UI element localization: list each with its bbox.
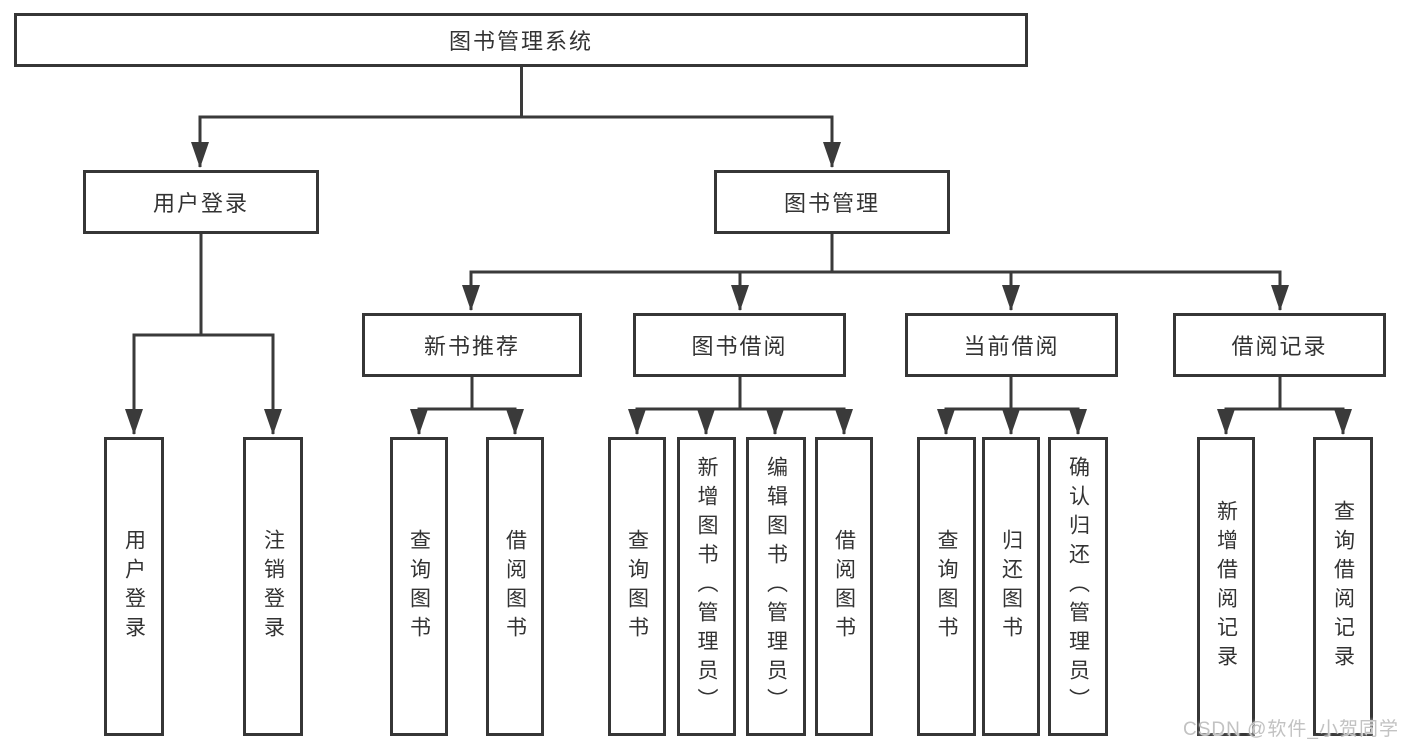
node-leaf-query-borrow-record: 查询借阅记录 xyxy=(1313,437,1373,736)
node-label: 归还图书 xyxy=(999,528,1023,645)
node-label: 确认归还（管理员） xyxy=(1066,456,1090,717)
node-label: 用户登录 xyxy=(122,528,146,645)
node-leaf-recommend-borrow-books: 借阅图书 xyxy=(486,437,544,736)
node-leaf-edit-books-admin: 编辑图书（管理员） xyxy=(746,437,806,736)
node-label: 图书管理系统 xyxy=(448,29,593,54)
node-leaf-borrow-books: 借阅图书 xyxy=(815,437,873,736)
node-label: 借阅记录 xyxy=(1231,334,1328,359)
node-label: 查询借阅记录 xyxy=(1331,499,1355,674)
node-borrow-records: 借阅记录 xyxy=(1173,313,1386,377)
node-label: 新增借阅记录 xyxy=(1214,499,1238,674)
node-leaf-logout: 注销登录 xyxy=(243,437,303,736)
node-leaf-return-books: 归还图书 xyxy=(982,437,1040,736)
node-leaf-add-books-admin: 新增图书（管理员） xyxy=(677,437,736,736)
node-library-management-system: 图书管理系统 xyxy=(14,13,1028,67)
node-user-login-branch: 用户登录 xyxy=(83,170,319,234)
node-label: 图书管理 xyxy=(783,191,880,216)
node-leaf-borrow-query-books: 查询图书 xyxy=(608,437,666,736)
node-book-management-branch: 图书管理 xyxy=(714,170,950,234)
node-label: 新增图书（管理员） xyxy=(695,456,718,717)
node-leaf-user-login: 用户登录 xyxy=(104,437,164,736)
node-label: 查询图书 xyxy=(625,528,649,645)
node-current-borrow: 当前借阅 xyxy=(905,313,1118,377)
csdn-watermark: CSDN @软件_小贺同学 xyxy=(1183,719,1399,740)
node-label: 注销登录 xyxy=(261,528,285,645)
node-leaf-add-borrow-record: 新增借阅记录 xyxy=(1197,437,1255,736)
node-label: 编辑图书（管理员） xyxy=(764,456,788,717)
node-label: 借阅图书 xyxy=(503,528,527,645)
node-label: 查询图书 xyxy=(407,528,431,645)
node-label: 查询图书 xyxy=(935,528,958,645)
node-label: 借阅图书 xyxy=(832,528,856,645)
node-label: 新书推荐 xyxy=(423,334,520,359)
node-leaf-current-query-books: 查询图书 xyxy=(917,437,976,736)
node-leaf-recommend-query-books: 查询图书 xyxy=(390,437,448,736)
node-label: 图书借阅 xyxy=(691,334,788,359)
node-label: 当前借阅 xyxy=(963,334,1060,359)
node-book-borrow: 图书借阅 xyxy=(633,313,846,377)
node-leaf-confirm-return-admin: 确认归还（管理员） xyxy=(1048,437,1108,736)
node-new-book-recommend: 新书推荐 xyxy=(362,313,582,377)
node-label: 用户登录 xyxy=(152,191,249,216)
